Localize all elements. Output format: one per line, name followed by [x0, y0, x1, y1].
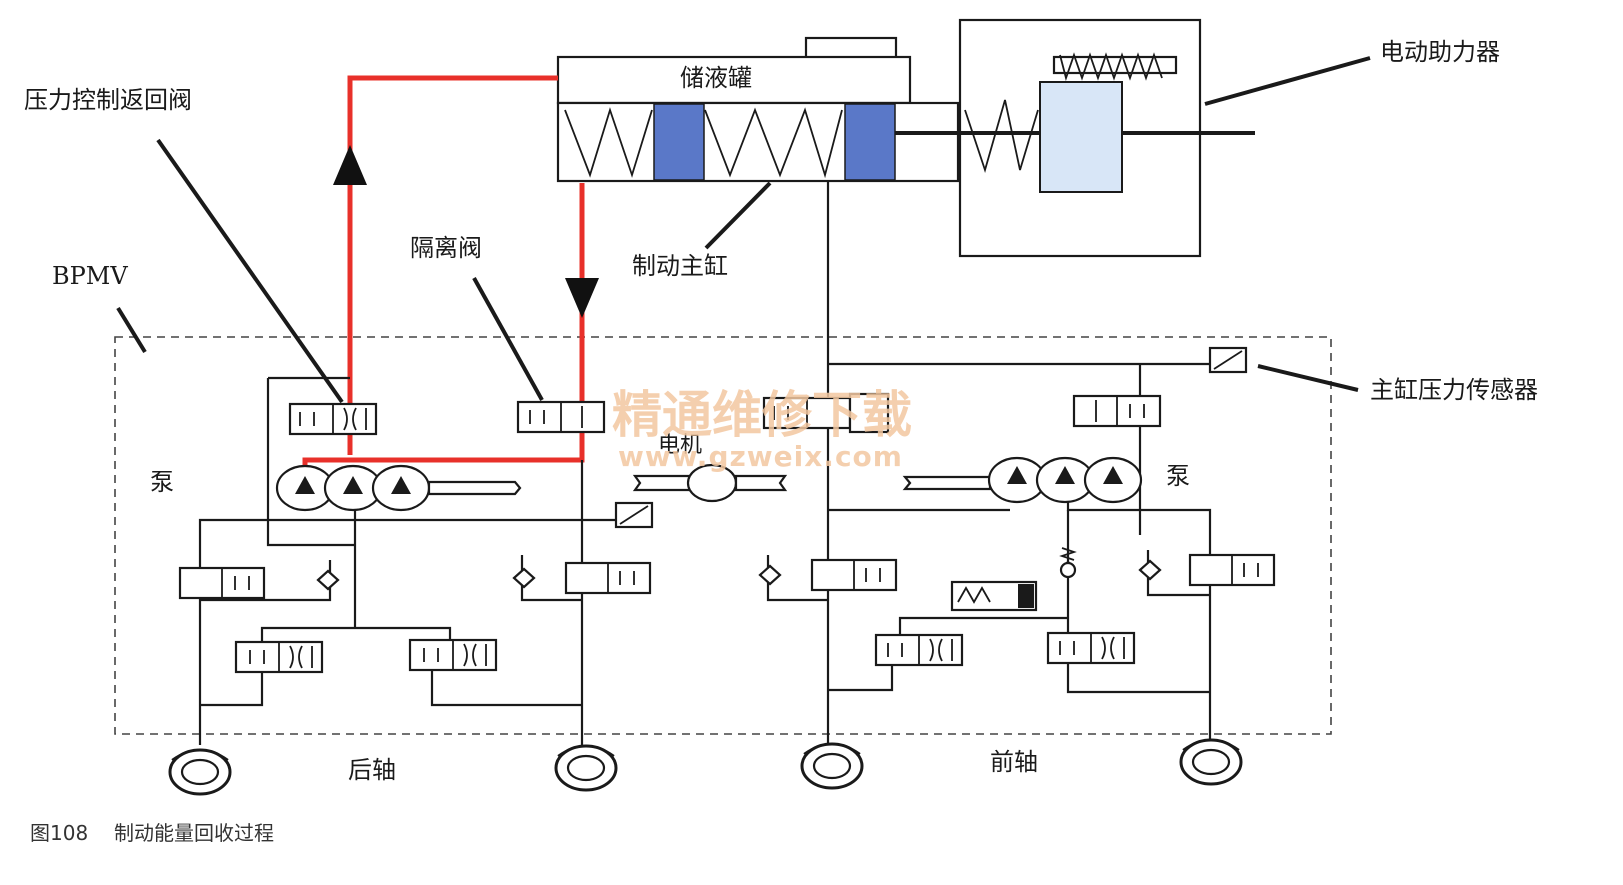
- isolation-valve-label: 隔离阀: [410, 234, 482, 262]
- pump-left: [275, 464, 522, 512]
- figure-title: 制动能量回收过程: [114, 821, 274, 845]
- valve-fl-outlet: [874, 633, 964, 667]
- reservoir: [556, 36, 912, 105]
- isolation-valve: [516, 400, 606, 434]
- electric-booster-label: 电动助力器: [1380, 38, 1500, 66]
- master-cylinder: [556, 101, 960, 183]
- front-prime-valve: [1072, 394, 1162, 428]
- master-pressure-sensor: [1208, 346, 1248, 374]
- motor-label: 电机: [658, 433, 702, 458]
- rear-pressure-sensor: [614, 501, 654, 529]
- figure-number: 图108: [30, 821, 88, 845]
- piston-primary: [653, 103, 705, 181]
- watermark-text: 精通维修下载: [612, 386, 912, 444]
- pressure-return-valve-label: 压力控制返回阀: [24, 86, 192, 114]
- valve-rl-inlet: [178, 566, 340, 600]
- bpmv-boundary: [114, 336, 1332, 735]
- wheel-rear-right: [554, 744, 618, 792]
- motor: [632, 463, 788, 503]
- booster-plunger: [1039, 81, 1123, 193]
- valve-fr-outlet: [1046, 631, 1136, 665]
- valve-rr-outlet: [408, 638, 498, 672]
- wheel-rear-left: [168, 748, 232, 796]
- reservoir-label: 储液罐: [680, 64, 752, 92]
- valve-rr-inlet: [512, 561, 652, 595]
- valve-fr-inlet: [1138, 553, 1276, 587]
- front-isolation-valve: [762, 392, 890, 434]
- front-axle-label: 前轴: [990, 748, 1038, 776]
- valve-rl-outlet: [234, 640, 324, 674]
- pump-left-label: 泵: [150, 468, 174, 496]
- piston-secondary: [844, 103, 896, 181]
- bpmv-label: BPMV: [52, 262, 128, 290]
- hydraulic-lines: [198, 181, 1225, 745]
- accumulator: [950, 580, 1038, 612]
- flow-arrow-down: [565, 278, 599, 318]
- valve-fl-inlet: [758, 558, 898, 592]
- spring-check-valve: [1059, 547, 1077, 579]
- watermark-url: www.gzweix.com: [618, 440, 903, 473]
- flow-arrow-up: [333, 145, 367, 185]
- rear-axle-label: 后轴: [348, 756, 396, 784]
- master-pressure-sensor-label: 主缸压力传感器: [1370, 376, 1538, 404]
- wheel-front-right: [1179, 738, 1243, 786]
- wheel-front-left: [800, 742, 864, 790]
- master-cylinder-label: 制动主缸: [632, 252, 728, 280]
- pump-right: [902, 456, 1143, 504]
- pump-right-label: 泵: [1166, 462, 1190, 490]
- leader-lines: [116, 56, 1371, 404]
- electric-booster: [895, 18, 1255, 258]
- pressure-return-valve: [288, 402, 378, 436]
